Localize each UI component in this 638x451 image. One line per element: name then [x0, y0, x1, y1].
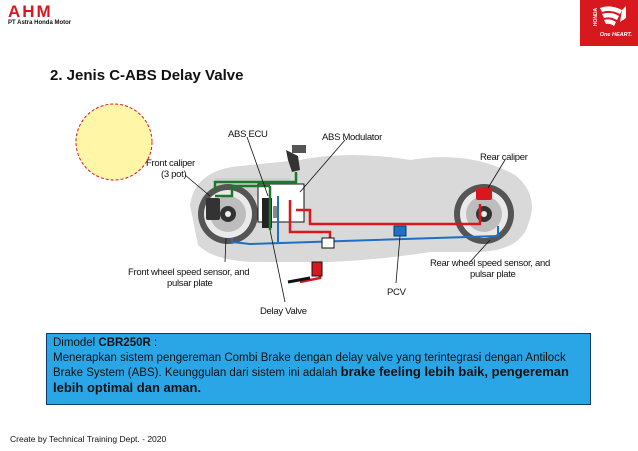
info-body: Menerapkan sistem pengereman Combi Brake…: [53, 351, 584, 397]
blue-sensor-lines: [231, 196, 499, 246]
leader-lines: [184, 136, 506, 303]
label-front-caliper: Front caliper: [146, 158, 195, 169]
rear-wheel: [454, 184, 514, 244]
front-wheel: [198, 184, 258, 244]
info-model-suffix: :: [150, 337, 158, 349]
label-front-sensor-plate: pulsar plate: [167, 278, 213, 289]
label-front-sensor: Front wheel speed sensor, and: [128, 267, 250, 278]
label-rear-sensor-plate: pulsar plate: [470, 269, 516, 280]
honda-wing-icon: [600, 6, 626, 26]
pcv-block: [393, 225, 407, 237]
label-abs-modulator: ABS Modulator: [322, 132, 382, 143]
label-rear-sensor: Rear wheel speed sensor, and: [430, 258, 550, 269]
honda-logo: HONDA One HEART.: [580, 0, 638, 46]
info-body-text: Menerapkan sistem pengereman Combi Brake…: [53, 351, 566, 380]
label-delay-valve: Delay Valve: [260, 306, 307, 317]
honda-tagline: One HEART.: [599, 32, 632, 38]
label-rear-caliper: Rear caliper: [480, 152, 528, 163]
ahm-logo-text: AHM: [8, 2, 53, 21]
info-model-line: Dimodel CBR250R :: [53, 336, 584, 351]
ahm-logo-subtitle: PT Astra Honda Motor: [8, 20, 72, 26]
sticky-note-circle: [75, 103, 153, 181]
label-abs-ecu: ABS ECU: [228, 129, 268, 140]
info-model-name: CBR250R: [98, 337, 151, 349]
front-brake-lever: [286, 150, 300, 172]
label-pcv: PCV: [387, 287, 406, 298]
label-front-caliper-pot: (3 pot): [161, 169, 187, 180]
green-brake-lines: [213, 172, 298, 230]
footer-credit: Create by Technical Training Dept. - 202…: [10, 434, 167, 444]
page-title: 2. Jenis C-ABS Delay Valve: [50, 67, 244, 84]
delay-valve-block: [321, 237, 335, 249]
info-box: Dimodel CBR250R : Menerapkan sistem peng…: [46, 333, 591, 405]
info-model-prefix: Dimodel: [53, 337, 99, 349]
info-body-highlight: brake feeling lebih baik, pengereman leb…: [53, 364, 569, 395]
abs-ecu-block: [262, 198, 272, 228]
